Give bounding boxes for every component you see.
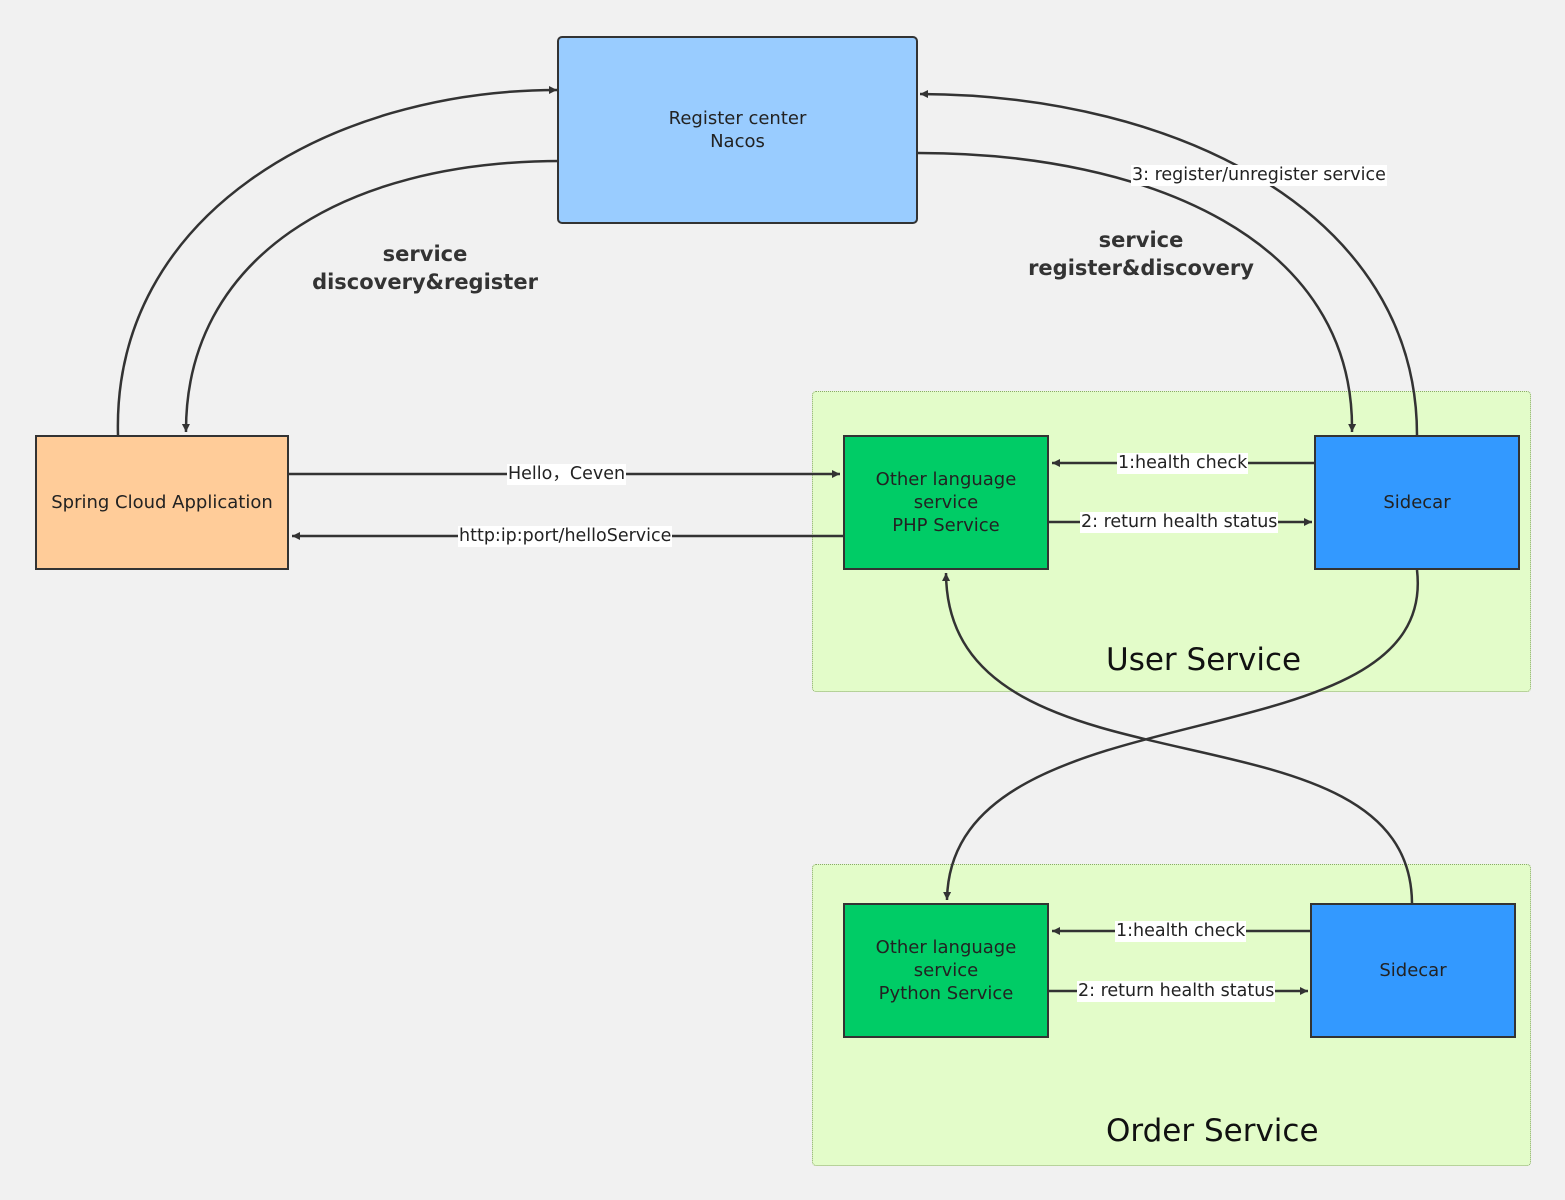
user-sidecar-to-python-arrow (943, 569, 1419, 901)
python-service-label-line2: service (913, 960, 979, 981)
php-service-node: Other language service PHP Service (843, 435, 1049, 570)
user-service-title: User Service (1106, 642, 1302, 678)
left-discovery-label-line2: discovery&register (312, 270, 538, 294)
right-register-label-line2: register&discovery (1028, 256, 1254, 280)
left-discovery-label-line1: service (382, 242, 468, 266)
user-return-status-label: 2: return health status (1080, 512, 1279, 533)
order-sidecar-to-php-arrow (942, 572, 1414, 904)
php-service-label-line2: service (913, 492, 979, 513)
right-register-label-line1: service (1098, 228, 1184, 252)
register-to-user-sidecar-arrow (917, 151, 1357, 433)
hello-label: Hello，Ceven (507, 464, 627, 485)
order-health-check-label: 1:health check (1115, 921, 1247, 942)
user-health-check-label: 1:health check (1117, 453, 1249, 474)
spring-to-register-arrow (116, 86, 558, 436)
right-register-label: service register&discovery (1025, 226, 1257, 282)
register-unregister-label: 3: register/unregister service (1131, 165, 1387, 186)
spring-cloud-app-node: Spring Cloud Application (35, 435, 289, 570)
php-service-label-line3: PHP Service (892, 515, 1000, 536)
python-service-label-line1: Other language (875, 937, 1017, 958)
python-service-node: Other language service Python Service (843, 903, 1049, 1038)
http-endpoint-label: http:ip:port/helloService (458, 526, 673, 547)
order-return-status-label: 2: return health status (1077, 981, 1276, 1002)
register-to-spring-arrow (181, 159, 562, 433)
user-sidecar-node: Sidecar (1314, 435, 1520, 570)
order-service-title: Order Service (1106, 1113, 1319, 1149)
left-discovery-label: service discovery&register (310, 240, 540, 296)
user-sidecar-label: Sidecar (1383, 492, 1451, 513)
register-center-node: Register center Nacos (557, 36, 918, 224)
order-sidecar-node: Sidecar (1310, 903, 1516, 1038)
php-service-label-line1: Other language (875, 469, 1017, 490)
register-center-label-line1: Register center (668, 108, 807, 129)
register-center-label-line2: Nacos (710, 131, 765, 152)
order-sidecar-label: Sidecar (1379, 960, 1447, 981)
spring-cloud-app-label: Spring Cloud Application (51, 492, 273, 513)
python-service-label-line3: Python Service (878, 983, 1014, 1004)
